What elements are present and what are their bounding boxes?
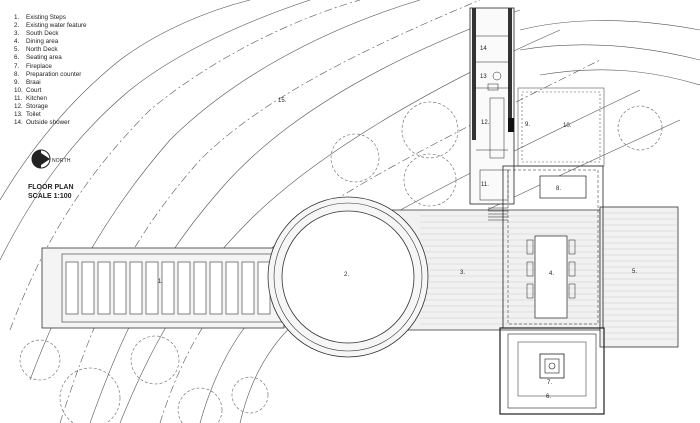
north-deck bbox=[599, 206, 679, 348]
tag-dining-area: 4. bbox=[549, 271, 554, 277]
tag-outside-shower: 14 bbox=[480, 46, 487, 52]
legend-label: Outside shower bbox=[26, 119, 70, 127]
legend-number: 7. bbox=[14, 62, 20, 70]
legend-label: Court bbox=[26, 86, 42, 94]
legend-label: South Deck bbox=[26, 30, 59, 38]
plan-title-line: FLOOR PLAN bbox=[28, 184, 74, 191]
legend-number: 3. bbox=[14, 30, 20, 38]
deck-boards bbox=[420, 212, 678, 340]
plan-title: FLOOR PLAN SCALE 1:100 bbox=[28, 183, 74, 201]
existing-steps bbox=[41, 247, 285, 329]
legend-item: 3. South Deck bbox=[14, 30, 87, 38]
legend: 1. Existing Steps 2. Existing water featur… bbox=[14, 14, 87, 127]
court bbox=[517, 87, 605, 167]
legend-item: 9. Braai bbox=[14, 79, 87, 87]
kitchen-pavilion bbox=[469, 7, 515, 221]
legend-label: Existing Steps bbox=[26, 14, 66, 21]
legend-label: Storage bbox=[26, 103, 49, 111]
legend-label: Preparation counter bbox=[26, 70, 82, 78]
tag-seating-area: 6. bbox=[546, 394, 551, 400]
legend-number: 11. bbox=[14, 94, 23, 102]
legend-item: 12.Storage bbox=[14, 103, 87, 111]
tag-kitchen: 11. bbox=[481, 182, 489, 188]
tag-storage: 12. bbox=[481, 120, 490, 126]
legend-number: 2. bbox=[14, 22, 20, 30]
legend-item: 2. Existing water feature bbox=[14, 22, 87, 30]
legend-number: 6. bbox=[14, 54, 20, 62]
plan-scale-line: SCALE 1:100 bbox=[28, 193, 72, 200]
tag-preparation-counter: 8. bbox=[556, 186, 561, 192]
legend-item: 14.Outside shower bbox=[14, 119, 87, 127]
legend-item: 13.Toilet bbox=[14, 111, 87, 119]
legend-number: 10. bbox=[14, 86, 23, 94]
legend-number: 5. bbox=[14, 46, 20, 54]
seating-area bbox=[499, 327, 605, 415]
legend-label: Existing water feature bbox=[26, 22, 87, 30]
legend-label: Fireplace bbox=[26, 62, 52, 70]
tag-contour: 15. bbox=[278, 98, 287, 104]
legend-item: 8. Preparation counter bbox=[14, 71, 87, 79]
tag-south-deck: 3. bbox=[460, 270, 465, 276]
legend-label: Seating area bbox=[26, 54, 62, 62]
legend-number: 4. bbox=[14, 38, 20, 46]
tag-fireplace: 7. bbox=[547, 380, 552, 386]
legend-label: Dining area bbox=[26, 38, 59, 46]
legend-item: 1. Existing Steps bbox=[14, 14, 87, 22]
water-feature bbox=[267, 196, 429, 358]
legend-item: 11.Kitchen bbox=[14, 95, 87, 103]
tag-court: 10. bbox=[563, 123, 572, 129]
legend-number: 9. bbox=[14, 78, 20, 86]
north-label: NORTH bbox=[52, 158, 71, 164]
legend-label: Toilet bbox=[26, 111, 41, 119]
legend-label: North Deck bbox=[26, 46, 58, 54]
tag-water-feature: 2. bbox=[344, 272, 349, 278]
legend-item: 10.Court bbox=[14, 87, 87, 95]
trees bbox=[19, 101, 663, 423]
north-arrow-icon bbox=[31, 149, 51, 169]
legend-number: 1. bbox=[14, 14, 20, 21]
legend-item: 6. Seating area bbox=[14, 54, 87, 62]
legend-number: 8. bbox=[14, 70, 20, 78]
legend-number: 12. bbox=[14, 103, 23, 111]
legend-number: 13. bbox=[14, 111, 23, 119]
legend-item: 4. Dining area bbox=[14, 38, 87, 46]
legend-label: Kitchen bbox=[26, 94, 48, 102]
tag-steps: 1. bbox=[158, 279, 163, 285]
tag-toilet: 13 bbox=[480, 74, 487, 80]
legend-label: Braai bbox=[26, 78, 41, 86]
legend-number: 14. bbox=[14, 119, 23, 127]
legend-item: 5. North Deck bbox=[14, 46, 87, 54]
legend-item: 7. Fireplace bbox=[14, 63, 87, 71]
tag-north-deck: 5. bbox=[632, 269, 637, 275]
tag-braai: 9. bbox=[525, 122, 530, 128]
